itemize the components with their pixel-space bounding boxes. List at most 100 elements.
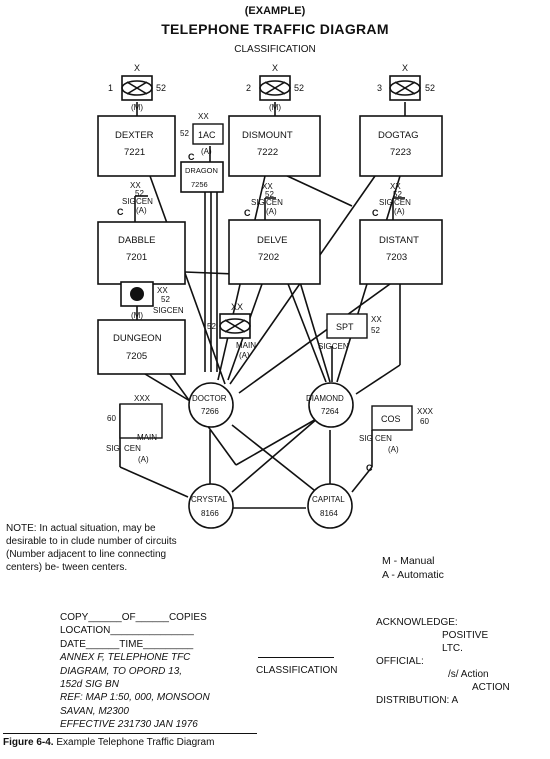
line-dexter-doctor bbox=[149, 175, 226, 385]
svg-text:2: 2 bbox=[246, 83, 251, 93]
svg-text:7201: 7201 bbox=[126, 252, 147, 263]
svg-text:XX: XX bbox=[130, 181, 141, 190]
svg-text:DOGTAG: DOGTAG bbox=[378, 130, 418, 141]
svg-text:SPT: SPT bbox=[336, 322, 354, 332]
tag-sigcen-delve: XX 52 SIG CEN (A) C bbox=[244, 182, 283, 218]
figure-caption: Figure 6-4. Example Telephone Traffic Di… bbox=[3, 737, 214, 748]
svg-text:(A): (A) bbox=[201, 147, 212, 156]
svg-text:8166: 8166 bbox=[201, 509, 219, 518]
figure-label: Figure 6-4. bbox=[3, 737, 54, 748]
svg-text:X: X bbox=[402, 63, 408, 73]
svg-text:(A): (A) bbox=[388, 445, 399, 454]
ltc-text: LTC. bbox=[442, 643, 463, 654]
diagram-note: NOTE: In actual situation, may be desira… bbox=[6, 523, 177, 573]
svg-text:XX: XX bbox=[371, 315, 382, 324]
annex-line: ANNEX F, TELEPHONE TFC bbox=[60, 652, 191, 664]
node-distant: DISTANT 7203 bbox=[359, 219, 443, 285]
coupling-mark: C bbox=[188, 152, 195, 162]
switch-1: X 1 52 (M) bbox=[108, 63, 166, 112]
node-delve: DELVE 7202 bbox=[228, 219, 321, 285]
svg-text:(M): (M) bbox=[269, 103, 281, 112]
svg-text:1: 1 bbox=[108, 83, 113, 93]
classification-rule bbox=[258, 657, 334, 658]
line-distant-doctor bbox=[238, 283, 391, 394]
svg-text:60: 60 bbox=[420, 417, 429, 426]
positive-text: POSITIVE bbox=[442, 630, 489, 641]
node-dexter: DEXTER 7221 bbox=[97, 115, 176, 177]
svg-text:DABBLE: DABBLE bbox=[118, 235, 156, 246]
svg-text:DISTANT: DISTANT bbox=[379, 235, 419, 246]
switch-3: X 3 52 bbox=[377, 63, 435, 101]
svg-text:7202: 7202 bbox=[258, 252, 279, 263]
svg-text:DIAMOND: DIAMOND bbox=[306, 394, 344, 403]
svg-text:MAIN: MAIN bbox=[137, 433, 157, 442]
svg-text:CRYSTAL: CRYSTAL bbox=[191, 495, 228, 504]
switch-main: XX 52 MAIN (A) bbox=[207, 302, 256, 360]
savan-line: SAVAN, M2300 bbox=[60, 705, 129, 717]
action-text: ACTION bbox=[472, 682, 510, 693]
tag-1ac: 1AC XX 52 (A) C bbox=[180, 112, 224, 162]
date-line: DATE______TIME_________ bbox=[60, 638, 194, 650]
svg-text:7205: 7205 bbox=[126, 351, 147, 362]
svg-text:XXX: XXX bbox=[134, 394, 151, 403]
svg-text:CEN: CEN bbox=[394, 198, 411, 207]
ref-line: REF: MAP 1:50, 000, MONSOON bbox=[60, 692, 210, 704]
svg-text:(A): (A) bbox=[239, 351, 250, 360]
svg-text:COS: COS bbox=[381, 414, 401, 424]
svg-text:52: 52 bbox=[135, 189, 144, 198]
svg-text:X: X bbox=[134, 63, 140, 73]
classification-bottom: CLASSIFICATION bbox=[256, 665, 338, 676]
figure-text: Example Telephone Traffic Diagram bbox=[56, 737, 215, 748]
tag-sigcen-dabble: XX 52 SIG CEN (A) C bbox=[117, 181, 153, 217]
svg-text:C: C bbox=[244, 208, 251, 218]
node-doctor: DOCTOR 7266 bbox=[188, 382, 234, 428]
svg-text:7266: 7266 bbox=[201, 407, 219, 416]
legend-automatic: A - Automatic bbox=[382, 569, 444, 581]
svg-text:SIG: SIG bbox=[122, 197, 136, 206]
svg-text:60: 60 bbox=[107, 414, 116, 423]
svg-text:X: X bbox=[272, 63, 278, 73]
svg-text:(M): (M) bbox=[131, 103, 143, 112]
svg-text:(A): (A) bbox=[136, 206, 147, 215]
distribution-label: DISTRIBUTION: A bbox=[376, 695, 459, 706]
svg-text:52: 52 bbox=[425, 83, 435, 93]
diagram-title: TELEPHONE TRAFFIC DIAGRAM bbox=[161, 21, 389, 37]
svg-text:52: 52 bbox=[161, 295, 170, 304]
tag-spt: SPT XX 52 SIGCEN bbox=[318, 313, 382, 351]
node-crystal: CRYSTAL 8166 bbox=[188, 483, 234, 529]
svg-text:XXX: XXX bbox=[417, 407, 434, 416]
switch-2: X 2 52 (M) bbox=[246, 63, 304, 112]
tag-cos: COS XXX 60 SIG CEN (A) C bbox=[359, 405, 434, 473]
svg-text:XX: XX bbox=[157, 286, 168, 295]
svg-text:(M): (M) bbox=[131, 311, 143, 320]
effective-line: EFFECTIVE 231730 JAN 1976 bbox=[60, 719, 198, 731]
svg-text:52: 52 bbox=[180, 129, 189, 138]
node-diamond: DIAMOND 7264 bbox=[306, 382, 354, 428]
svg-text:DRAGON: DRAGON bbox=[185, 166, 218, 175]
svg-text:SIGCEN: SIGCEN bbox=[318, 342, 349, 351]
node-dogtag: DOGTAG 7223 bbox=[359, 115, 443, 177]
svg-text:XX: XX bbox=[198, 112, 209, 121]
official-label: OFFICIAL: bbox=[376, 656, 424, 667]
svg-text:7203: 7203 bbox=[386, 252, 407, 263]
svg-text:SIGCEN: SIGCEN bbox=[153, 306, 184, 315]
svg-text:7264: 7264 bbox=[321, 407, 339, 416]
legend-manual: M - Manual bbox=[382, 555, 435, 567]
svg-text:DUNGEON: DUNGEON bbox=[113, 333, 162, 344]
svg-text:DEXTER: DEXTER bbox=[115, 130, 154, 141]
svg-text:8164: 8164 bbox=[320, 509, 338, 518]
svg-text:DELVE: DELVE bbox=[257, 235, 287, 246]
s-action-text: /s/ Action bbox=[448, 669, 489, 680]
diagram-line: DIAGRAM, TO OPORD 13, bbox=[60, 665, 183, 677]
line-diamond-crystal bbox=[231, 417, 319, 493]
svg-text:XX: XX bbox=[231, 302, 243, 312]
svg-text:SIG: SIG bbox=[379, 198, 393, 207]
svg-text:CAPITAL: CAPITAL bbox=[312, 495, 345, 504]
diagram-subtitle: (EXAMPLE) bbox=[244, 5, 306, 17]
svg-text:3: 3 bbox=[377, 83, 382, 93]
svg-text:SIG: SIG bbox=[251, 198, 265, 207]
legend: M - Manual A - Automatic bbox=[382, 554, 444, 582]
location-line: LOCATION_______________ bbox=[60, 625, 194, 637]
node-dismount: DISMOUNT 7222 bbox=[228, 115, 321, 177]
node-dragon: DRAGON 7256 bbox=[180, 161, 224, 193]
